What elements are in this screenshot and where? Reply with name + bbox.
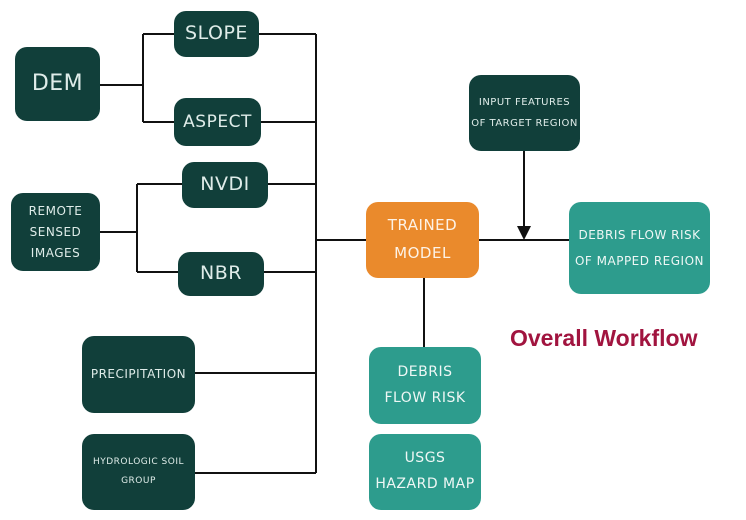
node-nbr: NBR — [178, 252, 264, 296]
diagram-title: Overall Workflow — [510, 325, 698, 351]
node-debris-flow-risk: DEBRIS FLOW RISK — [369, 347, 481, 424]
node-aspect: ASPECT — [174, 98, 261, 146]
node-hydrologic-soil-group: HYDROLOGIC SOIL GROUP — [82, 434, 195, 510]
node-trained-model: TRAINED MODEL — [366, 202, 479, 278]
node-slope: SLOPE — [174, 11, 259, 57]
node-nvdi: NVDI — [182, 162, 268, 208]
arrow-head — [517, 226, 531, 240]
node-precipitation: PRECIPITATION — [82, 336, 195, 413]
node-debris-flow-risk-mapped-region: DEBRIS FLOW RISK OF MAPPED REGION — [569, 202, 710, 294]
node-input-features: INPUT FEATURES OF TARGET REGION — [469, 75, 580, 151]
node-usgs-hazard-map: USGS HAZARD MAP — [369, 434, 481, 510]
node-dem: DEM — [15, 47, 100, 121]
node-remote-sensed-images: REMOTE SENSED IMAGES — [11, 193, 100, 271]
